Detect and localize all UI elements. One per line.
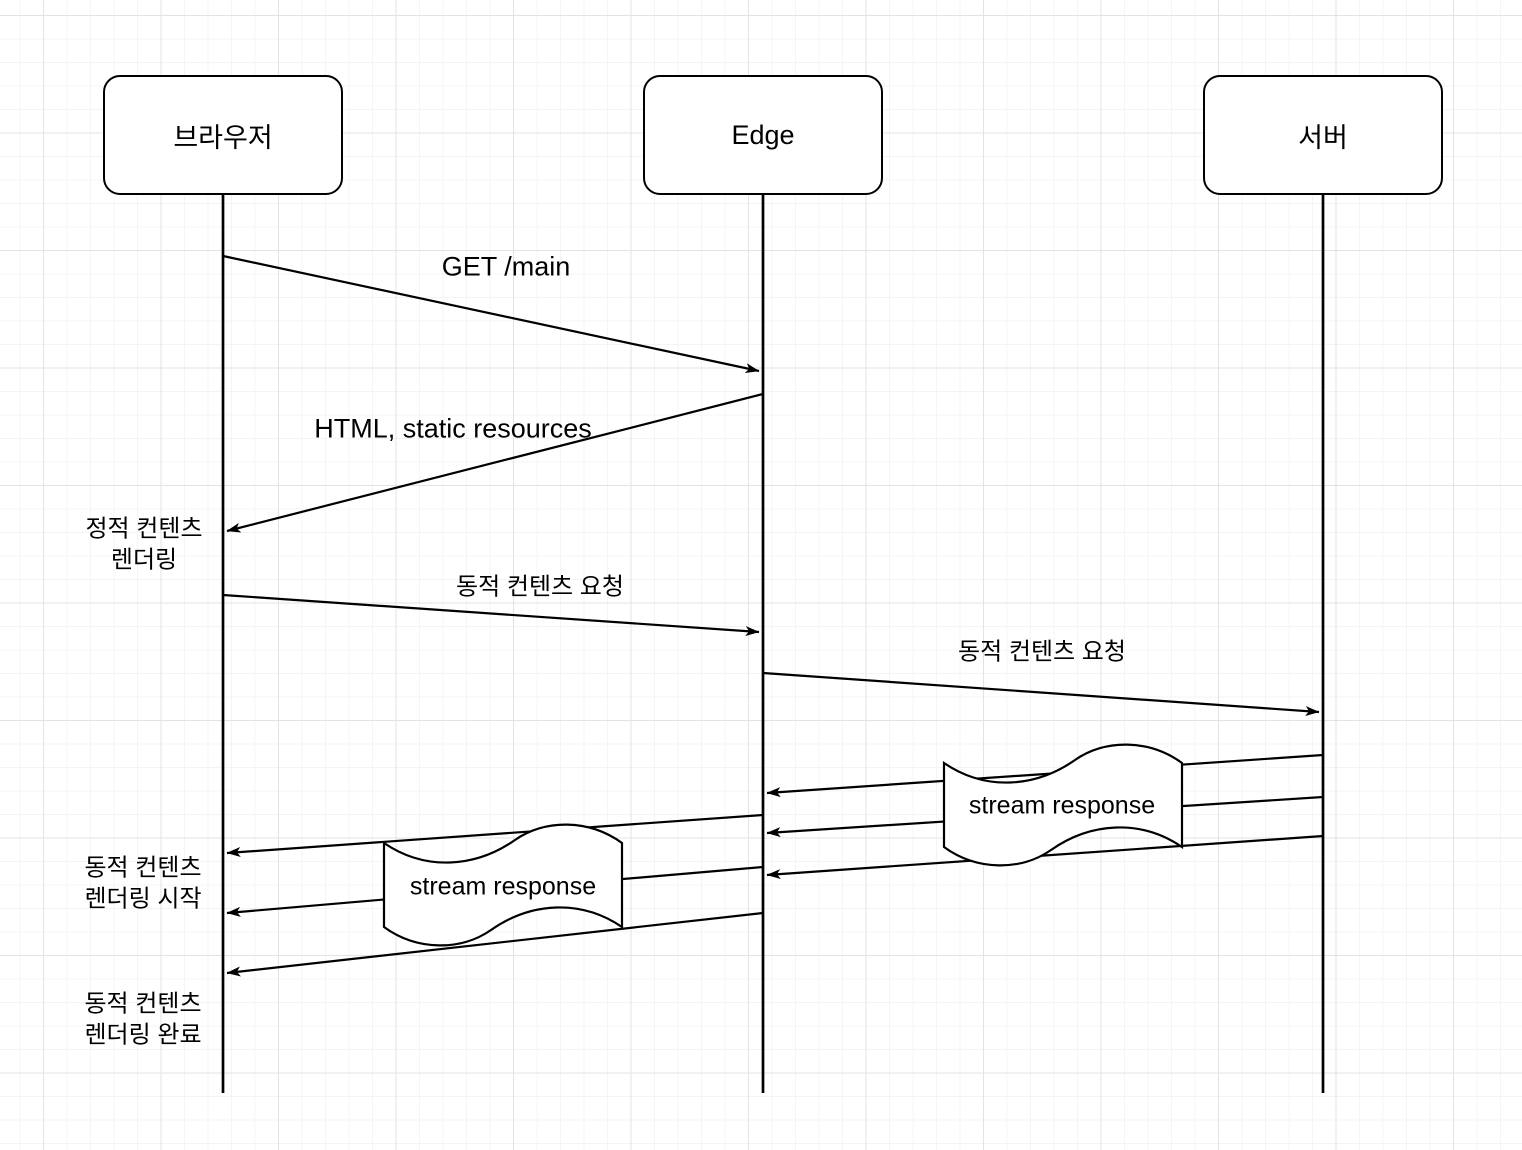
flag-stream-response-edge-browser[interactable]: [382, 823, 624, 947]
arrow-stream-server-edge-1[interactable]: [766, 753, 1324, 798]
note-static-render-line2: 렌더링: [110, 546, 178, 573]
note-dynamic-render-start-line1: 동적 컨텐츠: [84, 854, 202, 882]
arrow-stream-edge-browser-1[interactable]: [226, 813, 764, 858]
arrow-stream-edge-browser-3[interactable]: [226, 911, 764, 977]
arrow-get-main[interactable]: [222, 254, 760, 374]
note-dynamic-render-start-line2: 렌더링 시작: [84, 885, 202, 912]
label-stream-response-edge-browser: stream response: [409, 872, 597, 901]
arrow-stream-server-edge-3[interactable]: [766, 834, 1324, 880]
label-dynamic-request-1: 동적 컨텐츠 요청: [456, 573, 624, 601]
actor-box-browser[interactable]: 브라우저: [103, 75, 343, 195]
label-get-main: GET /main: [441, 251, 571, 282]
label-html-static-resources: HTML, static resources: [314, 413, 592, 444]
note-dynamic-render-done: 동적 컨텐츠 렌더링 완료: [84, 989, 201, 1050]
actor-label-server: 서버: [1298, 122, 1348, 153]
note-static-render: 정적 컨텐츠 렌더링: [85, 514, 202, 575]
note-dynamic-render-done-line2: 렌더링 완료: [84, 1021, 202, 1048]
arrow-dynamic-request-2[interactable]: [762, 671, 1320, 717]
arrow-dynamic-request-1[interactable]: [222, 593, 760, 637]
label-stream-response-server-edge: stream response: [968, 791, 1156, 820]
label-dynamic-request-2: 동적 컨텐츠 요청: [958, 638, 1126, 666]
actor-box-edge[interactable]: Edge: [643, 75, 883, 195]
note-dynamic-render-start: 동적 컨텐츠 렌더링 시작: [84, 853, 201, 914]
actor-label-browser: 브라우저: [173, 122, 273, 153]
note-static-render-line1: 정적 컨텐츠: [85, 515, 203, 543]
actor-label-edge: Edge: [731, 119, 795, 150]
flag-stream-response-server-edge[interactable]: [942, 743, 1184, 867]
actor-box-server[interactable]: 서버: [1203, 75, 1443, 195]
note-dynamic-render-done-line1: 동적 컨텐츠: [84, 990, 202, 1018]
arrow-html-static[interactable]: [226, 392, 764, 533]
